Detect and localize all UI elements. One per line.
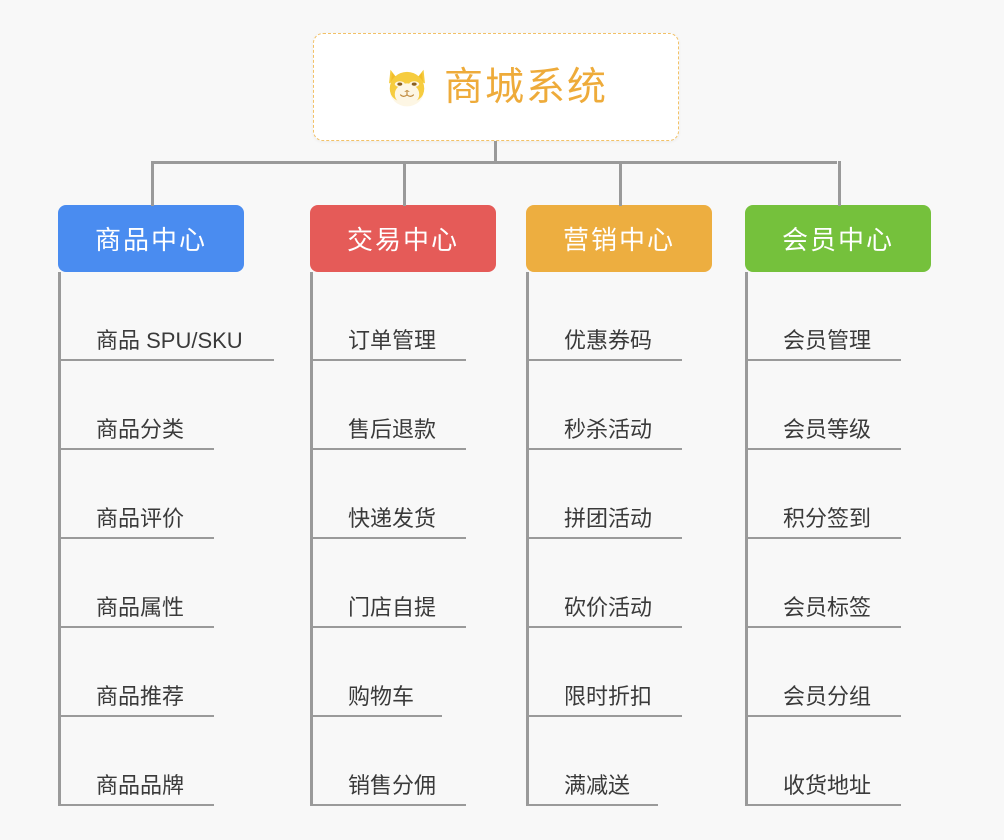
leaf-item-underline (310, 537, 466, 539)
leaf-item[interactable]: 满减送 (526, 717, 712, 806)
leaf-item[interactable]: 购物车 (310, 628, 496, 717)
leaf-item[interactable]: 限时折扣 (526, 628, 712, 717)
leaf-item-underline (310, 804, 466, 806)
leaf-item-underline (310, 448, 466, 450)
leaf-item-underline (58, 537, 214, 539)
branch-spine-1 (58, 272, 61, 806)
leaf-item-label: 销售分佣 (348, 773, 437, 798)
leaf-item-underline (526, 715, 682, 717)
leaf-item-underline (526, 804, 658, 806)
branch-header-4[interactable]: 会员中心 (745, 205, 931, 272)
leaf-item[interactable]: 商品评价 (58, 450, 244, 539)
leaf-item[interactable]: 会员管理 (745, 272, 931, 361)
leaf-item[interactable]: 商品品牌 (58, 717, 244, 806)
leaf-item[interactable]: 积分签到 (745, 450, 931, 539)
leaf-item-underline (58, 448, 214, 450)
root-node[interactable]: 商城系统 (313, 33, 679, 141)
leaf-item-label: 商品 SPU/SKU (96, 328, 243, 353)
leaf-item-label: 商品推荐 (96, 684, 185, 709)
leaf-item-underline (310, 359, 466, 361)
leaf-item[interactable]: 砍价活动 (526, 539, 712, 628)
leaf-item-underline (745, 359, 901, 361)
leaf-item-underline (526, 537, 682, 539)
leaf-item[interactable]: 收货地址 (745, 717, 931, 806)
leaf-item[interactable]: 会员分组 (745, 628, 931, 717)
leaf-item-underline (310, 715, 442, 717)
leaf-item-underline (745, 715, 901, 717)
connector-drop-2 (403, 161, 406, 206)
leaf-item[interactable]: 门店自提 (310, 539, 496, 628)
leaf-item[interactable]: 商品分类 (58, 361, 244, 450)
leaf-item[interactable]: 销售分佣 (310, 717, 496, 806)
leaf-item-underline (58, 804, 214, 806)
branch-spine-4 (745, 272, 748, 806)
connector-root-stem (494, 141, 497, 163)
leaf-item[interactable]: 订单管理 (310, 272, 496, 361)
shiba-dog-face-icon (389, 69, 425, 107)
leaf-item-underline (526, 626, 682, 628)
connector-horizontal-bus (151, 161, 837, 164)
leaf-item[interactable]: 会员标签 (745, 539, 931, 628)
leaf-item-label: 订单管理 (348, 328, 437, 353)
branch-column-2: 交易中心订单管理售后退款快递发货门店自提购物车销售分佣 (310, 205, 496, 806)
branch-header-2[interactable]: 交易中心 (310, 205, 496, 272)
leaf-item[interactable]: 会员等级 (745, 361, 931, 450)
leaf-list-2: 订单管理售后退款快递发货门店自提购物车销售分佣 (310, 272, 496, 806)
leaf-item-underline (745, 626, 901, 628)
leaf-item[interactable]: 秒杀活动 (526, 361, 712, 450)
leaf-item-label: 会员等级 (783, 417, 872, 442)
branch-spine-2 (310, 272, 313, 806)
branch-column-1: 商品中心商品 SPU/SKU 商品分类商品评价商品属性商品推荐商品品牌 (58, 205, 274, 806)
leaf-item-label: 售后退款 (348, 417, 437, 442)
leaf-item-label: 会员标签 (783, 595, 872, 620)
leaf-item-label: 限时折扣 (564, 684, 653, 709)
leaf-item-label: 拼团活动 (564, 506, 653, 531)
root-title: 商城系统 (443, 65, 608, 109)
leaf-item-underline (526, 448, 682, 450)
connector-drop-3 (619, 161, 622, 206)
leaf-list-1: 商品 SPU/SKU 商品分类商品评价商品属性商品推荐商品品牌 (58, 272, 274, 806)
leaf-item-label: 秒杀活动 (564, 417, 653, 442)
leaf-list-4: 会员管理会员等级积分签到会员标签会员分组收货地址 (745, 272, 931, 806)
leaf-item-label: 积分签到 (783, 506, 872, 531)
branch-column-3: 营销中心优惠券码秒杀活动拼团活动砍价活动限时折扣满减送 (526, 205, 712, 806)
leaf-item-underline (58, 715, 214, 717)
leaf-item-underline (58, 359, 274, 361)
leaf-item-underline (310, 626, 466, 628)
leaf-list-3: 优惠券码秒杀活动拼团活动砍价活动限时折扣满减送 (526, 272, 712, 806)
leaf-item-underline (745, 448, 901, 450)
leaf-item-label: 优惠券码 (564, 328, 653, 353)
leaf-item-label: 会员管理 (783, 328, 872, 353)
leaf-item-label: 门店自提 (348, 595, 437, 620)
leaf-item[interactable]: 售后退款 (310, 361, 496, 450)
leaf-item-label: 收货地址 (783, 773, 872, 798)
branch-header-3[interactable]: 营销中心 (526, 205, 712, 272)
leaf-item[interactable]: 优惠券码 (526, 272, 712, 361)
branch-column-4: 会员中心会员管理会员等级积分签到会员标签会员分组收货地址 (745, 205, 931, 806)
leaf-item[interactable]: 商品属性 (58, 539, 244, 628)
leaf-item-underline (526, 359, 682, 361)
leaf-item-label: 购物车 (348, 684, 415, 709)
leaf-item-underline (745, 804, 901, 806)
leaf-item-underline (745, 537, 901, 539)
leaf-item-label: 快递发货 (348, 506, 437, 531)
leaf-item-underline (58, 626, 214, 628)
leaf-item-label: 砍价活动 (564, 595, 653, 620)
leaf-item[interactable]: 拼团活动 (526, 450, 712, 539)
leaf-item-label: 会员分组 (783, 684, 872, 709)
leaf-item[interactable]: 快递发货 (310, 450, 496, 539)
branch-spine-3 (526, 272, 529, 806)
connector-drop-1 (151, 161, 154, 206)
leaf-item-label: 满减送 (564, 773, 631, 798)
branch-header-1[interactable]: 商品中心 (58, 205, 244, 272)
connector-drop-4 (838, 161, 841, 206)
leaf-item-label: 商品品牌 (96, 773, 185, 798)
leaf-item[interactable]: 商品 SPU/SKU (58, 272, 274, 361)
leaf-item-label: 商品分类 (96, 417, 185, 442)
leaf-item[interactable]: 商品推荐 (58, 628, 244, 717)
leaf-item-label: 商品属性 (96, 595, 185, 620)
leaf-item-label: 商品评价 (96, 506, 185, 531)
